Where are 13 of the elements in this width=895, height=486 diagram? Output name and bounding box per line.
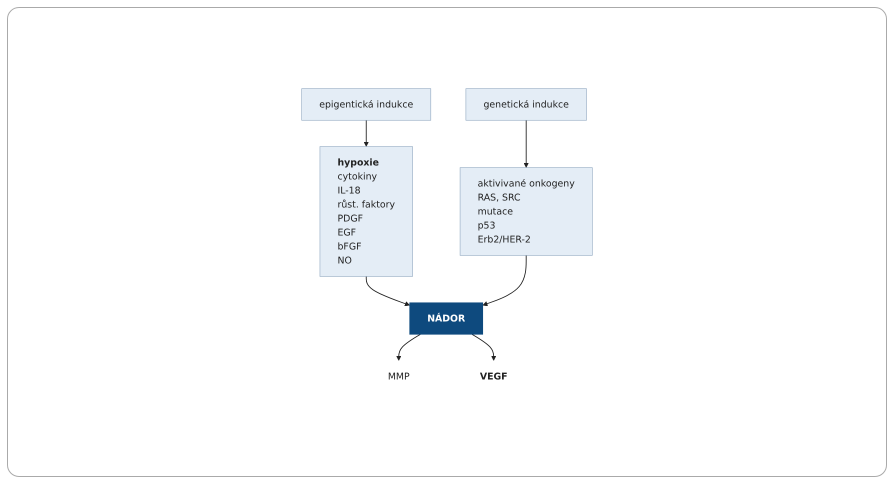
node-box: aktivivané onkogeny RAS, SRC mutace p53 Erb2/HER-2: [460, 166, 593, 256]
node-text: VEGF: [480, 370, 508, 382]
node-box: hypoxie cytokiny IL-18 růst. faktory PDGF EGF bFGF NO: [320, 146, 413, 276]
arrow: [524, 119, 529, 168]
arrow: [472, 333, 496, 360]
node-box: epigentická indukce: [301, 88, 432, 120]
arrow: [482, 254, 527, 306]
node-box: NÁDOR: [409, 302, 484, 334]
arrow: [396, 333, 421, 360]
node-text: MMP: [388, 370, 410, 382]
arrow: [366, 276, 410, 306]
arrow: [364, 119, 369, 146]
node-box: genetická indukce: [466, 88, 587, 120]
